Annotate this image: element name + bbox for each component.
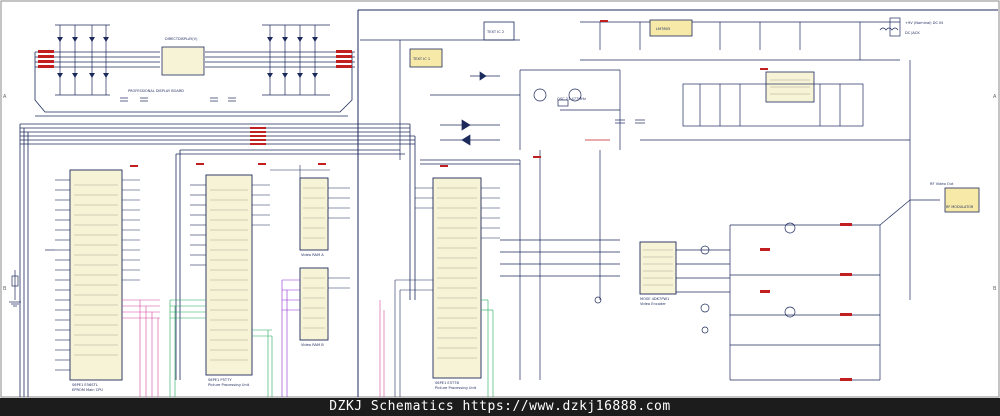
ic-eprom-title: S6PE1 E56STL (72, 383, 98, 387)
ic-ppu2-title: S6PE1 E5T7B (435, 381, 459, 385)
osc-label: OSC 21.477MHz (557, 97, 586, 101)
text-ic-box-1: TEXT IC 1 (409, 48, 443, 68)
display-block-label: DIRECTDISPLAY(V) (165, 37, 198, 41)
regulator-block: LM7805 (649, 19, 693, 37)
text-ic-box-2: TEXT IC 2 (483, 21, 515, 41)
ic-ram-a-label: Video RAM A (301, 253, 324, 257)
ppu2-buses (379, 279, 494, 397)
diode-array-right (262, 24, 330, 96)
text-ic1-label: TEXT IC 1 (412, 57, 430, 61)
ic-eprom-main-cpu: S6PE1 E56STL EPROM Main CPU (55, 169, 140, 392)
ic-ppu2-subtitle: Picture Processing Unit (435, 386, 477, 390)
dc-jack-connector (889, 17, 901, 37)
border-letter-b-right: B (993, 286, 997, 292)
border-letter-a-left: A (3, 94, 7, 100)
mid-capacitors (585, 119, 645, 141)
connector-icon (594, 296, 709, 334)
header-capacitors (120, 97, 236, 102)
border-letter-a-right: A (993, 94, 997, 100)
led-indicators (430, 71, 520, 146)
ram-wires (270, 165, 350, 289)
main-bus-wires (19, 123, 416, 397)
sheet-border (0, 0, 1000, 398)
display-board-connector (161, 46, 205, 76)
ic-interface-block (640, 60, 911, 300)
ic-video-encoder: MOSE 4DK7PW1 Video Encoder (639, 241, 677, 306)
text-ic2-label: TEXT IC 2 (486, 30, 504, 34)
ic-video-subtitle: Video Encoder (640, 302, 666, 306)
video-output-stage (676, 199, 940, 381)
oscillator-block (519, 69, 621, 150)
header-pins-left (38, 50, 54, 68)
regulator-label: LM7805 (656, 27, 670, 31)
ic-video-ram-a: Video RAM A (299, 177, 329, 257)
ram-purple-bus (281, 279, 300, 397)
rf-modulator: RF Video Out RF MODULATOR (930, 182, 980, 213)
ic-eprom-subtitle: EPROM Main CPU (72, 388, 103, 392)
rf-label: RF Video Out (930, 182, 954, 186)
rf-box-label: RF MODULATOR (946, 205, 974, 209)
ic-proc-subtitle: Picture Processing Unit (208, 383, 250, 387)
header-bus-lines (34, 51, 355, 117)
ic-ram-b-label: Video RAM B (301, 343, 324, 347)
border-letter-b-left: B (3, 286, 7, 292)
ic-video-title: MOSE 4DK7PW1 (640, 297, 669, 301)
power-rail-icon (130, 20, 768, 167)
ic-picture-processing-2: S6PE1 E5T7B Picture Processing Unit (415, 177, 500, 390)
ground-symbol-icon (9, 301, 21, 307)
diode-array-left (55, 24, 110, 96)
profile-board-label: PROFESSIONAL DISPLAY BOARD (128, 89, 184, 93)
left-components (11, 249, 55, 300)
power-wiring (580, 21, 900, 61)
eprom-pink-bus (122, 299, 160, 397)
power-in-label: +9V (Nominal) DC IN (905, 21, 943, 25)
ppu2-cross-wiring (360, 39, 620, 380)
ppu-green-bus (169, 299, 273, 397)
dc-jack-label: DC JACK (905, 31, 920, 35)
ic-picture-processing-1: S6PE1 P5T7Y Picture Processing Unit (190, 174, 270, 387)
ic-video-ram-b: Video RAM B (299, 267, 329, 347)
net-labels-red (250, 127, 266, 145)
header-pins-right (336, 50, 352, 68)
ic-proc-title: S6PE1 P5T7Y (208, 378, 232, 382)
encoder-resistors (760, 223, 852, 381)
footer-watermark: DZKJ Schematics https://www.dzkj16888.co… (0, 398, 1000, 416)
